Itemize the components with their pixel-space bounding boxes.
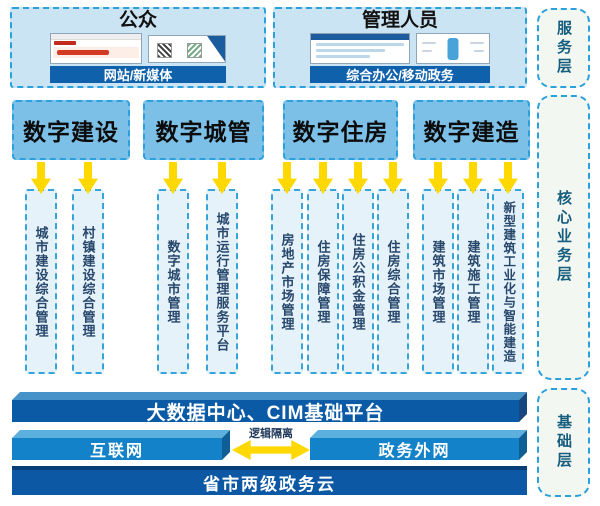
column-label: 建筑市场管理 <box>430 239 446 324</box>
business-column: 建筑施工管理 <box>457 162 489 374</box>
header-digital-construction: 数字建设 <box>12 100 130 160</box>
oa-system-thumbnail-image <box>310 33 410 64</box>
qrcode-thumbnail-image <box>148 34 226 63</box>
bar-bevel <box>12 430 230 438</box>
content-line-icon <box>316 43 404 46</box>
mobile-app-thumbnail-image <box>416 33 490 64</box>
layer-label-service: 服务层 <box>537 8 590 88</box>
layer-label-base: 基础层 <box>537 388 590 497</box>
business-column: 建筑市场管理 <box>422 162 454 374</box>
cim-platform-label: 大数据中心、CIM基础平台 <box>12 400 519 424</box>
column-label: 新型建筑工业化与智能建造 <box>501 200 516 363</box>
gov-cloud-label: 省市两级政务云 <box>203 475 336 494</box>
header-label: 数字住房 <box>292 119 389 145</box>
header-digital-building: 数字建造 <box>413 100 530 160</box>
header-label: 数字城管 <box>155 119 252 145</box>
content-line-icon <box>422 50 432 52</box>
bar-bevel <box>519 392 527 422</box>
qr-code-icon <box>157 42 172 58</box>
business-column: 住房保障管理 <box>307 162 339 374</box>
business-column: 新型建筑工业化与智能建造 <box>492 162 524 374</box>
internet-label: 互联网 <box>12 438 222 460</box>
logical-isolation-label: 逻辑隔离 <box>249 428 293 440</box>
phone-icon <box>447 38 459 60</box>
header-label: 数字建造 <box>423 119 520 145</box>
internet-bar: 互联网 <box>12 438 222 460</box>
column-label: 建筑施工管理 <box>465 239 481 324</box>
header-label: 数字建设 <box>23 119 119 145</box>
business-column: 数字城市管理 <box>157 162 189 374</box>
content-line-icon <box>316 55 370 58</box>
business-column: 房地产市场管理 <box>271 162 303 374</box>
bar-bevel <box>310 430 527 438</box>
bar-bevel <box>12 392 527 400</box>
window-titlebar-icon <box>311 34 409 40</box>
browser-bar-icon <box>51 34 141 40</box>
column-label: 村镇建设综合管理 <box>80 225 96 338</box>
layer-label-core: 核心业务层 <box>537 95 590 380</box>
column-label: 住房保障管理 <box>315 239 331 324</box>
public-channel-bar: 网站/新媒体 <box>50 66 226 83</box>
column-label: 城市运行管理服务平台 <box>214 211 230 352</box>
gov-extranet-bar: 政务外网 <box>310 438 519 460</box>
content-line-icon <box>422 42 436 44</box>
double-arrow-icon <box>232 440 310 460</box>
public-panel: 公众 网站/新媒体 <box>10 7 266 88</box>
header-digital-housing: 数字住房 <box>283 100 398 160</box>
bar-bevel <box>222 430 230 460</box>
content-line-icon <box>316 49 385 52</box>
business-column: 城市运行管理服务平台 <box>206 162 238 374</box>
layer-label-core-text: 核心业务层 <box>555 190 572 285</box>
layer-label-service-text: 服务层 <box>555 19 572 77</box>
column-label: 数字城市管理 <box>165 239 181 324</box>
admin-panel: 管理人员 综合办公/移动政务 <box>273 7 527 88</box>
public-thumbnails <box>50 33 226 64</box>
site-logo-icon <box>54 41 76 45</box>
bar-bevel <box>519 430 527 460</box>
content-line-icon <box>474 50 484 52</box>
column-label: 住房公积金管理 <box>350 232 366 331</box>
header-digital-urban-mgmt: 数字城管 <box>143 100 264 160</box>
public-title: 公众 <box>118 10 157 31</box>
qr-code-icon <box>187 42 202 58</box>
admin-title: 管理人员 <box>361 10 438 31</box>
admin-channel-bar: 综合办公/移动政务 <box>310 66 490 83</box>
column-label: 城市建设综合管理 <box>33 225 49 338</box>
site-banner-icon <box>53 47 139 58</box>
column-label: 住房综合管理 <box>385 239 401 324</box>
layer-label-base-text: 基础层 <box>555 414 572 471</box>
gov-extranet-label: 政务外网 <box>310 438 519 460</box>
gov-cloud-bar: 省市两级政务云 <box>12 466 527 495</box>
corner-decoration-icon <box>206 35 225 62</box>
business-column: 村镇建设综合管理 <box>72 162 104 374</box>
website-thumbnail-image <box>50 33 142 64</box>
admin-thumbnails <box>310 33 490 64</box>
business-column: 住房综合管理 <box>377 162 409 374</box>
content-line-icon <box>470 42 484 44</box>
business-column: 住房公积金管理 <box>342 162 374 374</box>
cim-platform-bar: 大数据中心、CIM基础平台 <box>12 400 519 424</box>
column-label: 房地产市场管理 <box>279 232 295 331</box>
business-column: 城市建设综合管理 <box>25 162 57 374</box>
